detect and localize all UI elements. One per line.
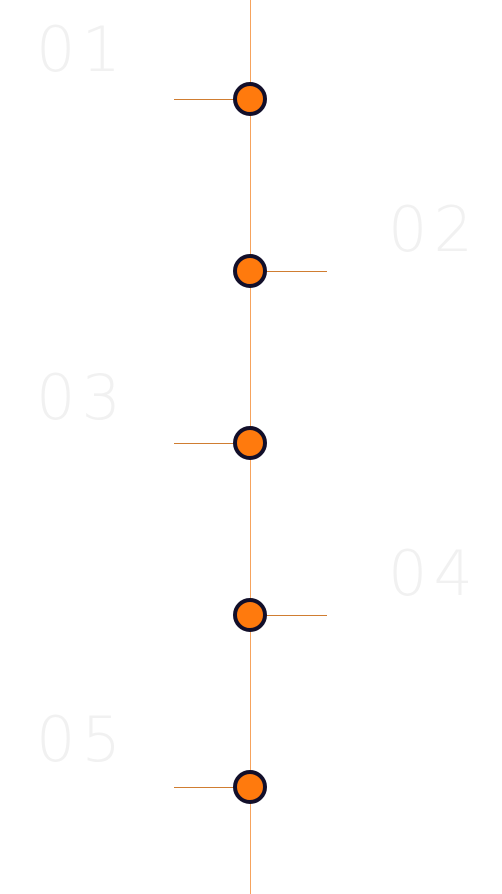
- step-node-4[interactable]: [233, 598, 267, 632]
- step-node-1[interactable]: [233, 82, 267, 116]
- step-number-1: 01: [36, 13, 127, 86]
- step-node-5[interactable]: [233, 770, 267, 804]
- timeline-step-2: 02: [0, 199, 502, 288]
- timeline-step-5: 05: [0, 709, 502, 804]
- step-connector-3: [174, 443, 250, 444]
- step-connector-5: [174, 787, 250, 788]
- step-connector-1: [174, 99, 250, 100]
- step-number-2: 02: [388, 193, 479, 266]
- step-node-3[interactable]: [233, 426, 267, 460]
- step-number-4: 04: [388, 537, 479, 610]
- step-connector-2: [251, 271, 327, 272]
- timeline-step-1: 01: [0, 19, 502, 116]
- step-node-2[interactable]: [233, 254, 267, 288]
- step-number-5: 05: [36, 703, 127, 776]
- step-number-3: 03: [36, 361, 127, 434]
- timeline-step-3: 03: [0, 367, 502, 460]
- timeline-step-4: 04: [0, 543, 502, 632]
- step-connector-4: [251, 615, 327, 616]
